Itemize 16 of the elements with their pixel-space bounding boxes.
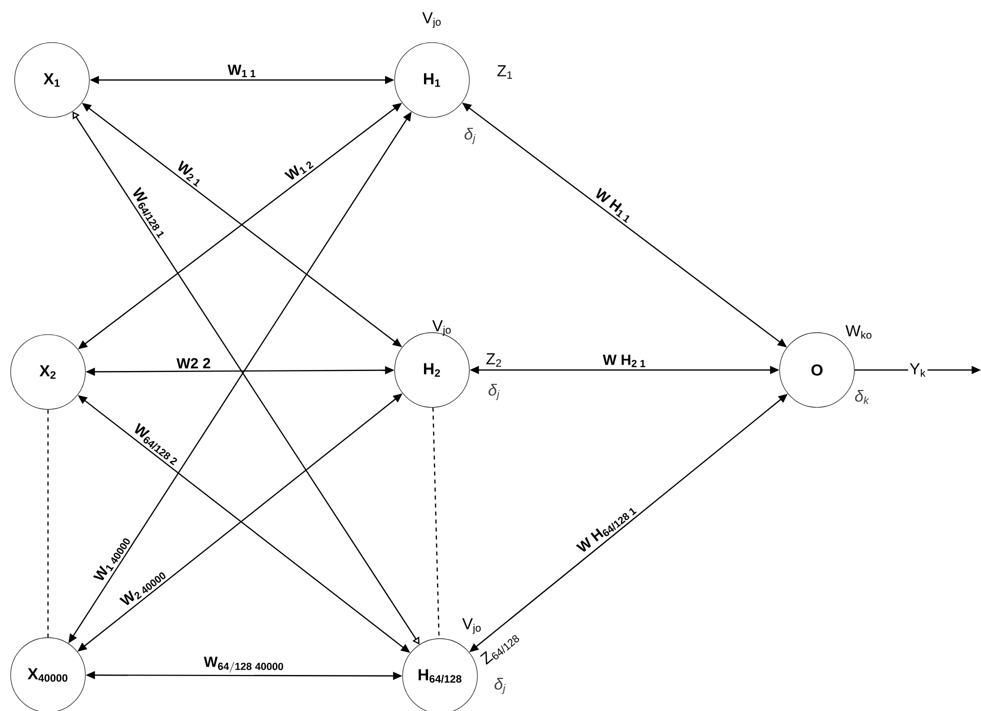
- node-annotation: V$_{jo}$: [462, 618, 481, 634]
- edge-label: W H$_{1 1}$: [596, 188, 630, 223]
- edge-label: W H$_{2 1}$: [602, 354, 646, 368]
- edge-label: Y$_{k}$: [910, 363, 926, 377]
- node-annotation: Z$_{2}$: [486, 353, 501, 367]
- edge-label: $\mathbf{W}_{\mathbf{64/128\;40000}}$: [204, 656, 284, 673]
- node-annotation: Z$_{1}$: [497, 65, 512, 79]
- edge-label: W$_{1 2}$: [284, 161, 314, 180]
- node-annotation: δ$_{k}$: [855, 390, 870, 404]
- edge-label: W$_{2 1}$: [178, 160, 200, 187]
- edge-label: W$_{1 1}$: [228, 64, 256, 78]
- node-annotation: δ$_{j}$: [494, 678, 506, 694]
- node-annotation: δ$_{j}$: [464, 128, 476, 144]
- edge-label: W2 2: [176, 358, 210, 368]
- node-annotation: δ$_{j}$: [488, 384, 500, 400]
- node-annotation: V$_{jo}$: [422, 12, 441, 28]
